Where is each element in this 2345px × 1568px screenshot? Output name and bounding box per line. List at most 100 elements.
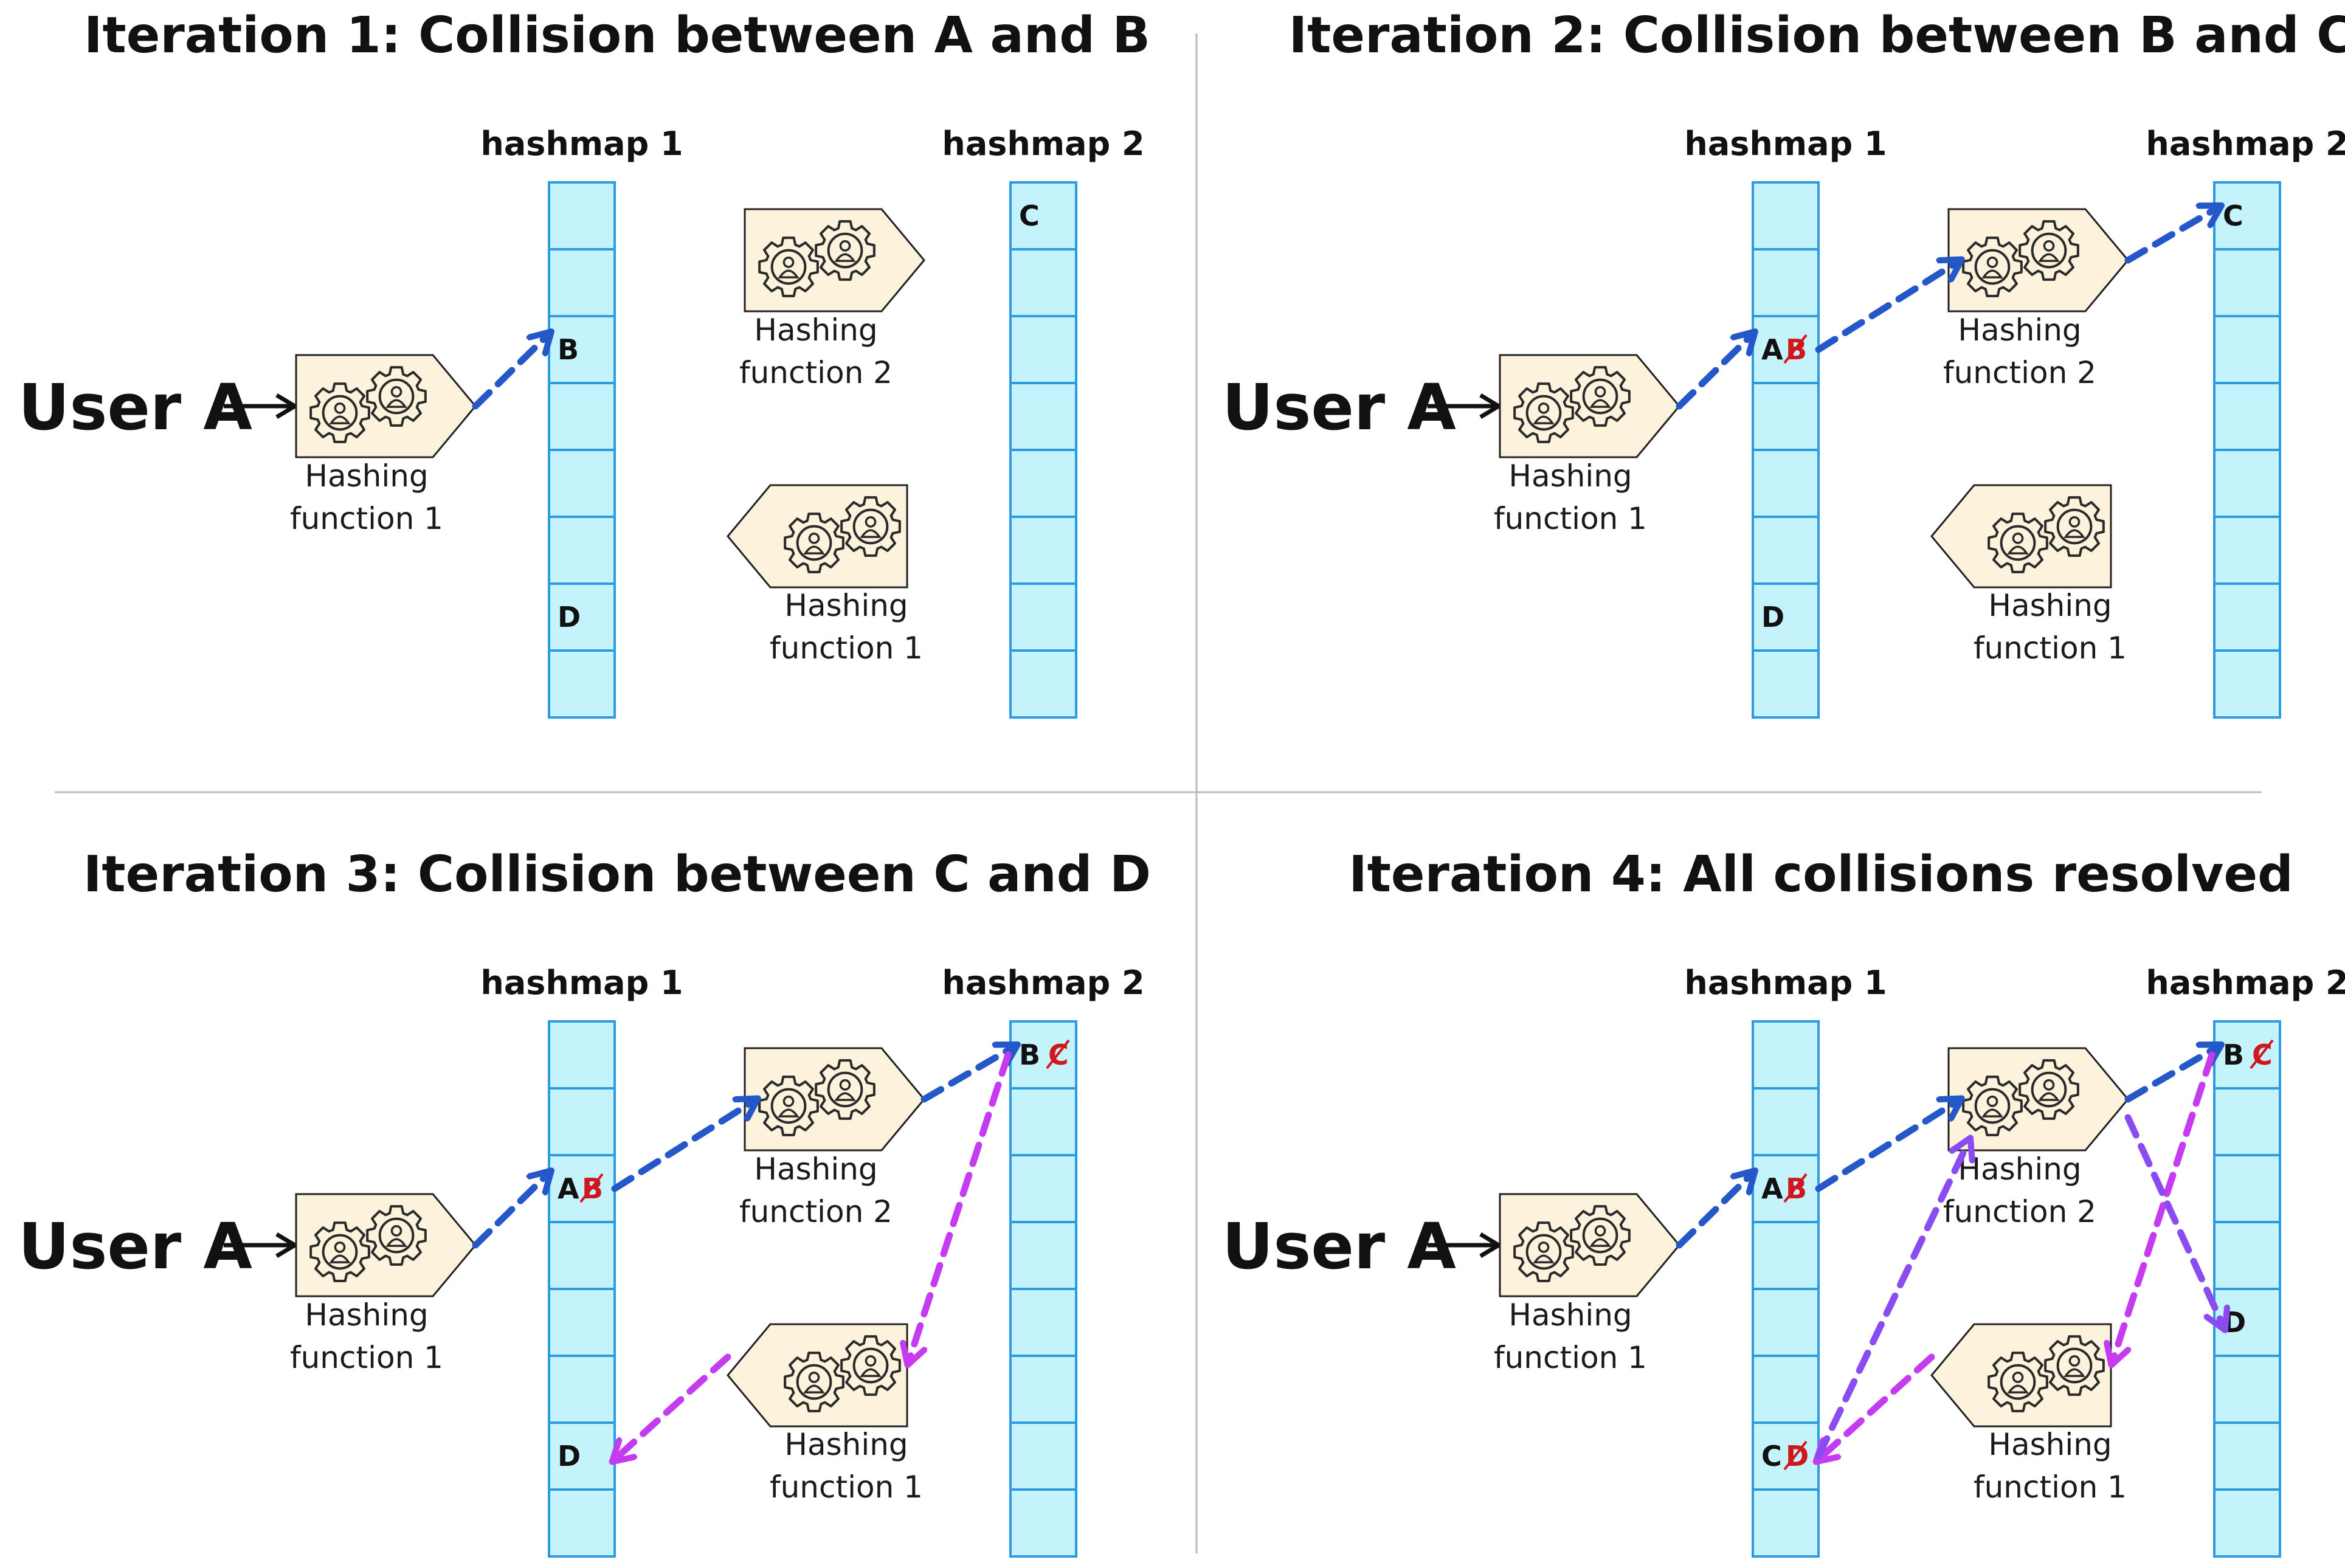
user-body [1981,269,2003,278]
hashing-function-2-box [744,1047,925,1152]
hashmap-1-cell [1752,1488,1820,1558]
hashmap-2-cell [1009,181,1077,250]
user-body [385,1238,407,1247]
hashing-function-1b-label: Hashing [1988,588,2112,623]
user-head [2043,1079,2055,1091]
hashmap-2-column: C [1009,181,1077,719]
hashing-function-2-box [744,208,925,313]
gear-outline [2019,1059,2079,1120]
hashing-function-2-label: Hashing [1958,313,2081,348]
panel-iteration-2: Iteration 2: Collision between B and Cha… [1222,7,2345,719]
hashmap-2-cell [1009,1020,1077,1090]
dashed-arrow-violet [1815,1145,1967,1460]
iteration-title: Iteration 1: Collision between A and B [84,7,1150,64]
user-head [390,1225,402,1237]
user-head [782,257,795,268]
hashmap-1-column: ABD [548,1020,616,1558]
hashing-function-1b-box [727,1323,908,1428]
user-head [1986,1096,1998,1107]
dashed-arrow-blue [1676,1176,1749,1249]
gear-outline [1513,1221,1574,1282]
user-head [1594,1225,1606,1237]
hashmap-2-column: C [2213,181,2281,719]
hashmap-1-cell [1752,1087,1820,1156]
gear-outline [815,220,875,281]
hashing-function-shape [744,208,925,313]
dashed-arrow-blue [472,1176,545,1249]
hashmap-2-cell [1009,516,1077,585]
gear-outline [1962,1076,2023,1136]
hashmap-1-cell [1752,248,1820,317]
gear-inner-ring [1582,1217,1618,1254]
user-body [778,269,800,278]
user-head [1538,402,1550,414]
hashmap-2-cell [1009,582,1077,652]
user-body [860,529,882,538]
hashmap-2-cell [1009,382,1077,451]
user-body [1589,1238,1611,1247]
user-arrow-head [275,1232,297,1259]
hashmap-1-column: ABD [1752,181,1820,719]
hashmap-1-label: hashmap 1 [1684,125,1887,163]
hashmap-2-cell [1009,449,1077,518]
hashmap-2-cell [1009,1421,1077,1491]
gear-inner-ring [2000,1364,2036,1400]
gears-icon [1962,1059,2079,1136]
hashmap-1-cell [1752,315,1820,384]
gear-outline [309,382,370,443]
user-body [2038,253,2060,262]
hashing-function-1b-label: function 1 [770,1470,923,1505]
hashing-function-1b-label: Hashing [1988,1427,2112,1462]
hashing-function-1-box [295,354,477,458]
hashing-function-1-box [295,1193,477,1297]
gear-outline [815,1059,875,1120]
hashing-function-2-label: Hashing [754,1152,877,1187]
user-head [2012,1372,2024,1383]
hashing-function-1b-box [727,484,908,589]
hashmap-2-cell [2213,449,2281,518]
hashing-function-2-label: function 2 [739,1194,893,1229]
hashmap-2-cell [2213,181,2281,250]
gear-outline [1962,237,2023,297]
gear-inner-ring [796,1364,832,1400]
hashing-function-1-label: function 1 [290,501,443,536]
hashmap-1-cell-value: A [558,1172,579,1205]
hashing-function-1-label: Hashing [1508,1297,1632,1333]
user-head [2043,240,2055,252]
hashing-function-2-label: Hashing [754,313,877,348]
hashmap-1-cell-value: C [1761,1440,1782,1473]
dashed-arrow-blue [2124,1049,2214,1103]
hashmap-1-cell [548,382,616,451]
gear-outline [1513,382,1574,443]
gear-outline [366,366,427,427]
dashed-arrow-blue [1815,1103,1955,1192]
gears-icon [1988,496,2105,573]
hashing-function-2-label: function 2 [1943,355,2096,390]
dashed-arrow-blue [2124,210,2214,264]
hashmap-1-label: hashmap 1 [480,125,683,163]
gear-inner-ring [2031,1071,2067,1108]
gear-outline [2044,496,2105,557]
dashed-arrow-blue [1815,264,1955,353]
user-head [2068,516,2081,528]
user-body [2064,1368,2085,1377]
user-body [778,1108,800,1117]
panel-iteration-1: Iteration 1: Collision between A and B ha… [18,7,1150,719]
hashmap-2-cell [1009,1488,1077,1558]
hashmap-1-cell [1752,516,1820,585]
hashmap-2-cell [2213,382,2281,451]
user-label: User A [18,370,252,444]
gears-icon [1513,366,1631,443]
dashed-arrow-magenta [2114,1051,2215,1357]
gear-inner-ring [2056,1347,2093,1384]
hashmap-2-cell [2213,1355,2281,1424]
hashing-function-shape [1947,208,2129,313]
gear-outline [840,1335,901,1396]
gears-icon [309,1205,427,1282]
user-arrow-head [1479,393,1501,420]
gear-inner-ring [770,1088,807,1124]
hashmap-1-cell [548,649,616,719]
hashmap-2-label: hashmap 2 [942,125,1144,163]
hashmap-1-cell [1752,1020,1820,1090]
